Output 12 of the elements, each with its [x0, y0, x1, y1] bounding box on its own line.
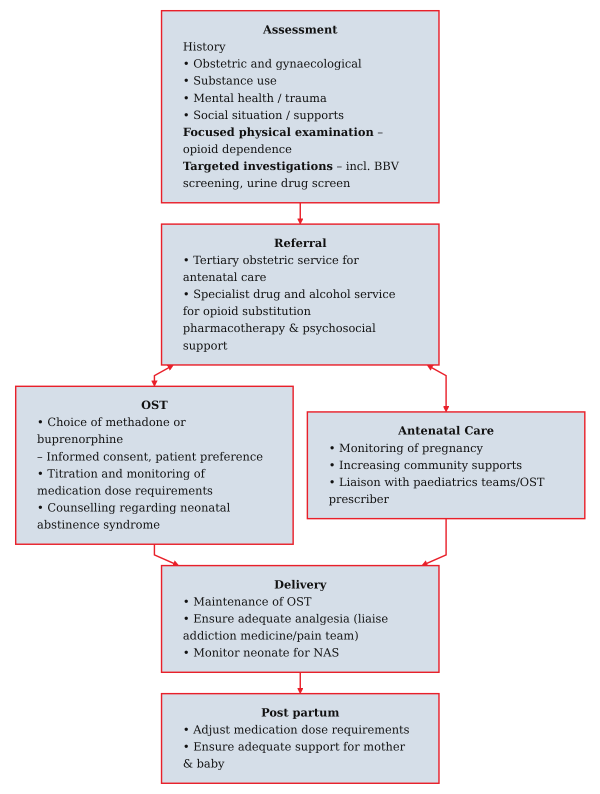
- node-box: Antenatal Care • Monitoring of pregnancy • Increasing community supports • Liaison with paediatrics teams/OST prescriber: [306, 411, 586, 520]
- node-box: Post partum • Adjust medication dose requirements • Ensure adequate support for mother & baby: [160, 692, 440, 784]
- arrow: [296, 672, 304, 694]
- node-box: Assessment History • Obstetric and gynaecological • Substance use • Mental health / trauma • Social situation / supports Focused physical examination – opioid dependence Targeted investigations – incl. BBV screening, urine drug screen: [160, 10, 440, 204]
- arrow: [153, 544, 179, 566]
- arrow: [426, 364, 449, 412]
- arrow: [296, 202, 304, 224]
- arrow: [151, 364, 174, 387]
- node-box: Delivery • Maintenance of OST • Ensure adequate analgesia (liaise addiction medicine/pain team) • Monitor neonate for NAS: [160, 564, 440, 674]
- node-box: Referral • Tertiary obstetric service for antenatal care • Specialist drug and alcohol service for opioid substitution pharmacotherapy & psychosocial support: [160, 223, 440, 366]
- arrow: [421, 518, 447, 566]
- node-box: OST • Choice of methadone or buprenorphine – Informed consent, patient preference • Titration and monitoring of medication dose requirements • Counselling regarding neonatal abstinence syndrome: [14, 386, 294, 545]
